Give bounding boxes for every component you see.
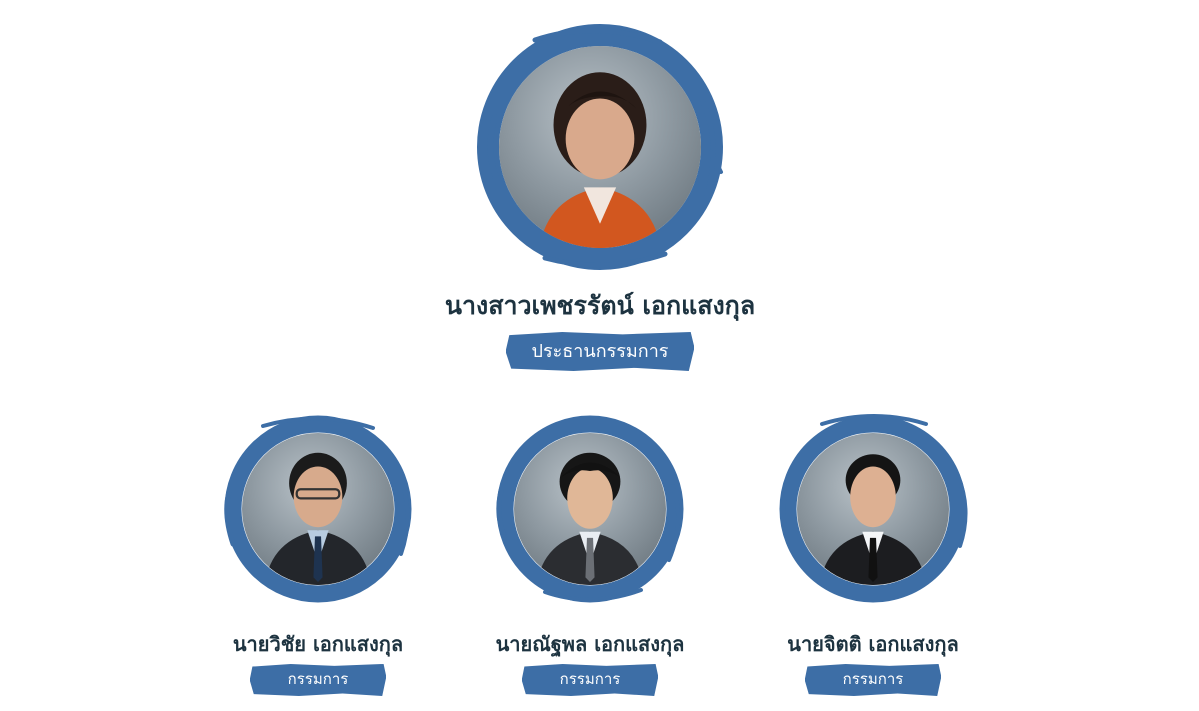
director-portrait [778, 414, 968, 604]
director-photo [242, 433, 394, 585]
person-silhouette-icon [536, 452, 644, 585]
director-portrait [495, 414, 685, 604]
director-role-badge: กรรมการ [804, 664, 942, 696]
director-photo [797, 433, 949, 585]
chair-role-badge: ประธานกรรมการ [505, 332, 695, 371]
chair-photo [499, 46, 701, 248]
brush-ring-frame [496, 415, 684, 603]
director-role-badge: กรรมการ [249, 664, 387, 696]
director-name: นายวิชัย เอกแสงกุล [232, 632, 404, 656]
director-card: นายวิชัย เอกแสงกุล กรรมการ [188, 414, 448, 696]
director-role-badge: กรรมการ [521, 664, 659, 696]
person-silhouette-icon [264, 452, 372, 585]
person-silhouette-icon [539, 72, 661, 248]
director-card: นายณัฐพล เอกแสงกุล กรรมการ [460, 414, 720, 696]
director-name: นายณัฐพล เอกแสงกุล [495, 632, 685, 656]
brush-ring-frame [224, 415, 412, 603]
chair-name: นางสาวเพชรรัตน์ เอกแสงกุล [444, 291, 756, 320]
chair-portrait [475, 22, 725, 272]
person-silhouette-icon [819, 454, 927, 585]
director-card: นายจิตติ เอกแสงกุล กรรมการ [743, 414, 1003, 696]
director-name: นายจิตติ เอกแสงกุล [787, 632, 959, 656]
director-portrait [223, 414, 413, 604]
director-photo [514, 433, 666, 585]
brush-ring-frame [779, 414, 968, 603]
chair-member-card: นางสาวเพชรรัตน์ เอกแสงกุล ประธานกรรมการ [400, 22, 800, 371]
brush-ring-frame [477, 24, 723, 270]
